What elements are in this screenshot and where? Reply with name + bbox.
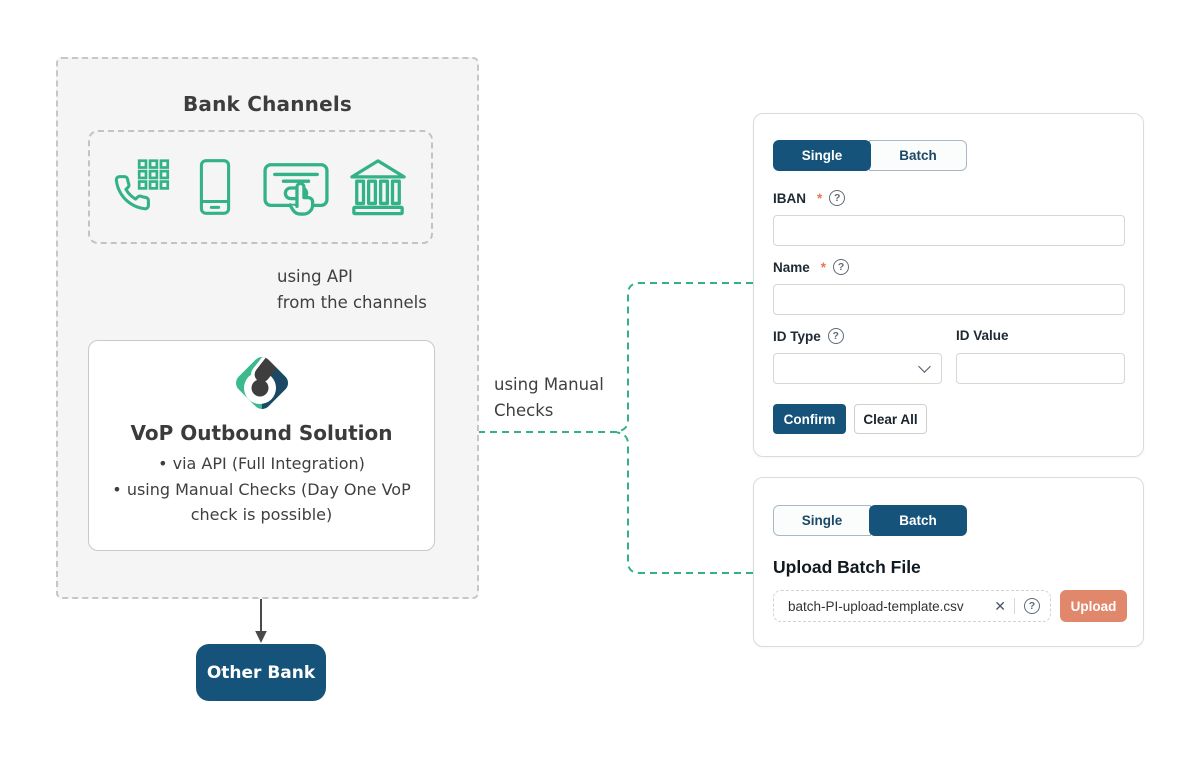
required-asterisk: * <box>817 190 823 206</box>
using-manual-checks-label: using Manual Checks <box>494 375 604 420</box>
upload-button[interactable]: Upload <box>1060 590 1127 622</box>
upload-batch-file-heading: Upload Batch File <box>773 557 921 577</box>
vop-card-bullets: via API (Full Integration) using Manual … <box>94 451 429 528</box>
smartphone-icon <box>200 159 231 215</box>
batch-file-input[interactable]: batch-PI-upload-template.csv ✕ ? <box>773 590 1051 622</box>
other-bank-node[interactable]: Other Bank <box>196 644 326 701</box>
name-input[interactable] <box>773 284 1125 315</box>
tab-batch[interactable]: Batch <box>869 505 967 536</box>
bank-building-icon <box>350 159 406 216</box>
phone-keypad-icon <box>114 159 170 211</box>
vop-bullet-manual: using Manual Checks (Day One VoP check i… <box>94 477 429 528</box>
channel-icons-box <box>88 130 433 244</box>
tab-single[interactable]: Single <box>773 505 871 536</box>
id-type-select[interactable] <box>773 353 942 384</box>
bank-channels-title: Bank Channels <box>182 92 353 116</box>
single-panel-tabs: Single Batch <box>773 140 969 171</box>
batch-upload-panel: Single Batch Upload Batch File batch-PI-… <box>753 477 1144 647</box>
vop-logo-icon <box>235 353 292 413</box>
vop-outbound-card: VoP Outbound Solution via API (Full Inte… <box>88 340 435 551</box>
tab-single[interactable]: Single <box>773 140 871 171</box>
single-check-panel: Single Batch IBAN* ? Name* ? ID Type ? I… <box>753 113 1144 457</box>
vop-bullet-api: via API (Full Integration) <box>94 451 429 477</box>
manual-checks-connector <box>451 282 753 574</box>
batch-panel-tabs: Single Batch <box>773 505 969 536</box>
iban-input[interactable] <box>773 215 1125 246</box>
iban-help-icon[interactable]: ? <box>829 190 846 206</box>
id-type-label: ID Type ? <box>773 328 844 344</box>
clear-file-icon[interactable]: ✕ <box>994 597 1006 614</box>
vop-card-title: VoP Outbound Solution <box>130 421 393 445</box>
divider <box>1014 598 1015 614</box>
iban-label: IBAN* ? <box>773 190 846 206</box>
name-label: Name* ? <box>773 259 850 275</box>
id-type-help-icon[interactable]: ? <box>827 328 844 344</box>
chevron-down-icon <box>918 360 931 373</box>
id-value-input[interactable] <box>956 353 1125 384</box>
selected-file-name: batch-PI-upload-template.csv <box>788 598 964 614</box>
using-api-label: using API from the channels <box>277 267 427 312</box>
required-asterisk: * <box>820 259 827 275</box>
payment-terminal-icon <box>262 163 329 216</box>
confirm-button[interactable]: Confirm <box>773 404 846 434</box>
tab-batch[interactable]: Batch <box>869 140 967 171</box>
file-help-icon[interactable]: ? <box>1024 598 1040 614</box>
clear-all-button[interactable]: Clear All <box>854 404 927 434</box>
id-value-label: ID Value <box>956 328 1009 343</box>
name-help-icon[interactable]: ? <box>833 259 850 275</box>
